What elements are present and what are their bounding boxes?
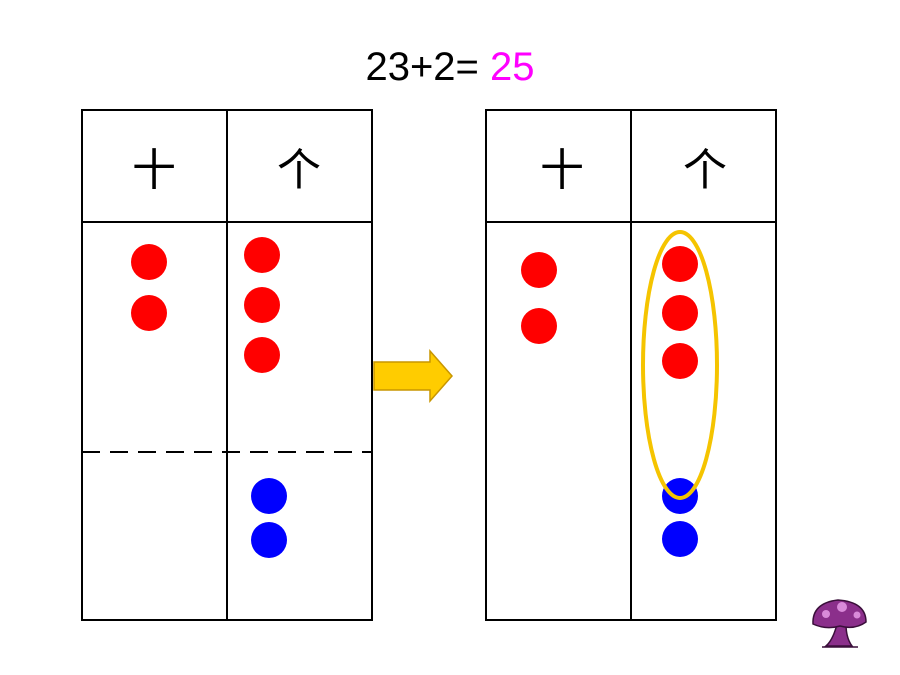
equation-answer: 25 <box>490 45 535 89</box>
right-ones-red-dot <box>662 343 698 379</box>
right-arrow-icon <box>373 349 453 403</box>
right-header-ones: 个 <box>683 145 727 196</box>
left-header-tens: 十 <box>132 145 176 196</box>
right-tens-dot <box>521 252 557 288</box>
equation: 23+2= 25 <box>0 42 900 92</box>
right-table-dots <box>521 246 698 557</box>
right-ones-blue-dot <box>662 521 698 557</box>
left-ones-dot <box>244 237 280 273</box>
left-tens-dot <box>131 295 167 331</box>
mushroom-icon <box>812 599 867 648</box>
right-ones-red-dot <box>662 246 698 282</box>
right-header-tens: 十 <box>540 145 584 196</box>
left-tens-dot <box>131 244 167 280</box>
right-place-value-table <box>485 109 777 621</box>
left-table-dots <box>131 237 287 558</box>
left-header-ones: 个 <box>277 145 321 196</box>
left-added-dot <box>251 522 287 558</box>
group-ring <box>641 230 719 500</box>
left-added-dot <box>251 478 287 514</box>
right-ones-red-dot <box>662 295 698 331</box>
right-tens-dot <box>521 308 557 344</box>
equation-expression: 23+2= <box>365 45 479 89</box>
left-place-value-table <box>81 109 373 621</box>
left-ones-dot <box>244 287 280 323</box>
left-ones-dot <box>244 337 280 373</box>
